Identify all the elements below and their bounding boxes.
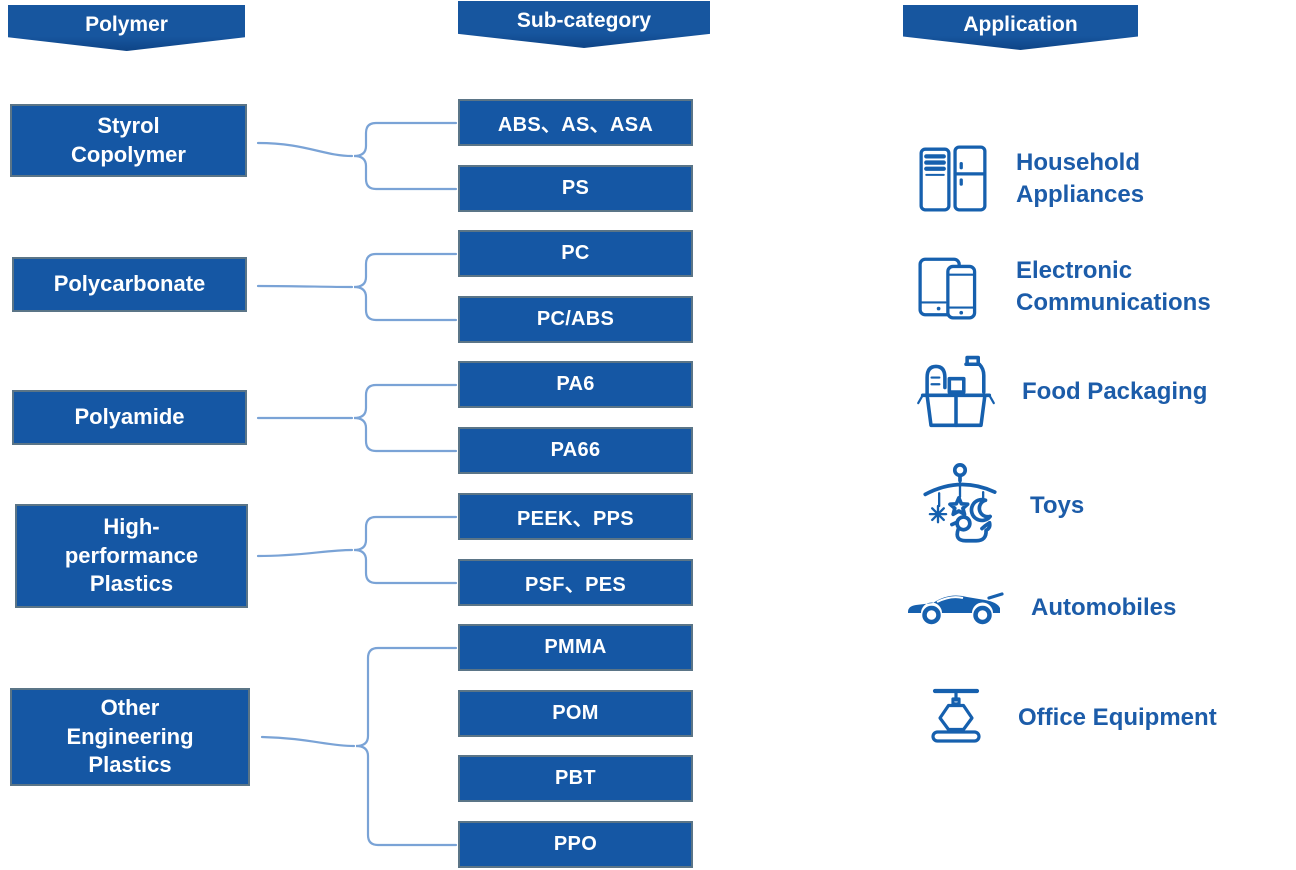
subcategory-box-abs-as-asa: ABS、AS、ASA	[458, 99, 693, 146]
electronic-devices-icon	[916, 250, 990, 324]
app-row-food-packaging: Food Packaging	[916, 352, 1207, 432]
polymer-box-label: Polyamide	[74, 404, 185, 430]
food-packaging-icon	[916, 352, 996, 432]
polymer-box-label: High- performance Plastics	[64, 514, 199, 597]
app-label: Office Equipment	[1018, 703, 1217, 731]
subcategory-label: PBT	[555, 767, 596, 789]
header-application-label: Application	[963, 13, 1078, 36]
subcategory-box-psf-pes: PSF、PES	[458, 559, 693, 606]
connector-polyamide	[256, 383, 458, 453]
subcategory-label: PPO	[553, 833, 598, 855]
subcategory-label: PMMA	[544, 636, 607, 658]
subcategory-box-pa6: PA6	[458, 361, 693, 408]
polymer-box-label: Other Engineering Plastics	[66, 695, 194, 778]
polymer-box-polycarbonate: Polycarbonate	[12, 257, 247, 312]
car-icon	[905, 585, 1005, 631]
subcategory-box-pc: PC	[458, 230, 693, 277]
app-label: Toys	[1030, 491, 1085, 519]
app-label: Food Packaging	[1022, 377, 1208, 405]
subcategory-label: PEEK、PPS	[517, 508, 634, 530]
snowflake-toy	[928, 504, 948, 524]
subcategory-box-pc-abs: PC/ABS	[458, 296, 693, 343]
subcategory-label: PC/ABS	[536, 308, 615, 330]
subcategory-box-ps: PS	[458, 165, 693, 212]
connector-other-engineering	[260, 646, 458, 847]
header-sub-category-label: Sub-category	[516, 9, 652, 32]
app-row-office-equipment: Office Equipment	[920, 682, 1217, 754]
subcategory-label: PSF、PES	[524, 574, 627, 596]
app-row-toys: Toys	[916, 462, 1084, 550]
header-polymer-label: Polymer	[85, 13, 168, 36]
baby-mobile-icon	[916, 462, 1004, 550]
subcategory-box-peek-pps: PEEK、PPS	[458, 493, 693, 540]
app-label: Household Appliances	[1016, 148, 1145, 208]
subcategory-box-pa66: PA66	[458, 427, 693, 474]
household-appliances-icon	[916, 142, 990, 216]
subcategory-box-ppo: PPO	[458, 821, 693, 868]
subcategory-box-pbt: PBT	[458, 755, 693, 802]
polymer-box-other-engineering: Other Engineering Plastics	[10, 688, 250, 786]
duck-toy	[950, 515, 992, 543]
subcategory-box-pmma: PMMA	[458, 624, 693, 671]
app-label: Electronic Communications	[1016, 256, 1211, 316]
polymer-box-polyamide: Polyamide	[12, 390, 247, 445]
subcategory-label: PA66	[550, 439, 601, 461]
app-label: Automobiles	[1031, 593, 1177, 621]
subcategory-label: POM	[552, 702, 599, 724]
subcategory-label: PA6	[556, 373, 595, 395]
app-row-electronic-communications: Electronic Communications	[916, 250, 1211, 324]
app-row-automobiles: Automobiles	[905, 585, 1176, 631]
subcategory-label: PS	[561, 177, 590, 199]
polymer-box-styrol-copolymer: Styrol Copolymer	[10, 104, 247, 177]
connector-high-performance	[256, 515, 458, 585]
subcategory-label: ABS、AS、ASA	[497, 114, 654, 136]
app-row-household-appliances: Household Appliances	[916, 142, 1144, 216]
polymer-box-label: Styrol Copolymer	[71, 112, 186, 167]
connector-styrol-copolymer	[256, 121, 458, 191]
connector-polycarbonate	[256, 252, 458, 322]
subcategory-box-pom: POM	[458, 690, 693, 737]
office-machine-icon	[920, 682, 992, 754]
polymer-box-label: Polycarbonate	[53, 271, 206, 297]
polymer-box-high-performance: High- performance Plastics	[15, 504, 248, 608]
subcategory-label: PC	[561, 242, 590, 264]
